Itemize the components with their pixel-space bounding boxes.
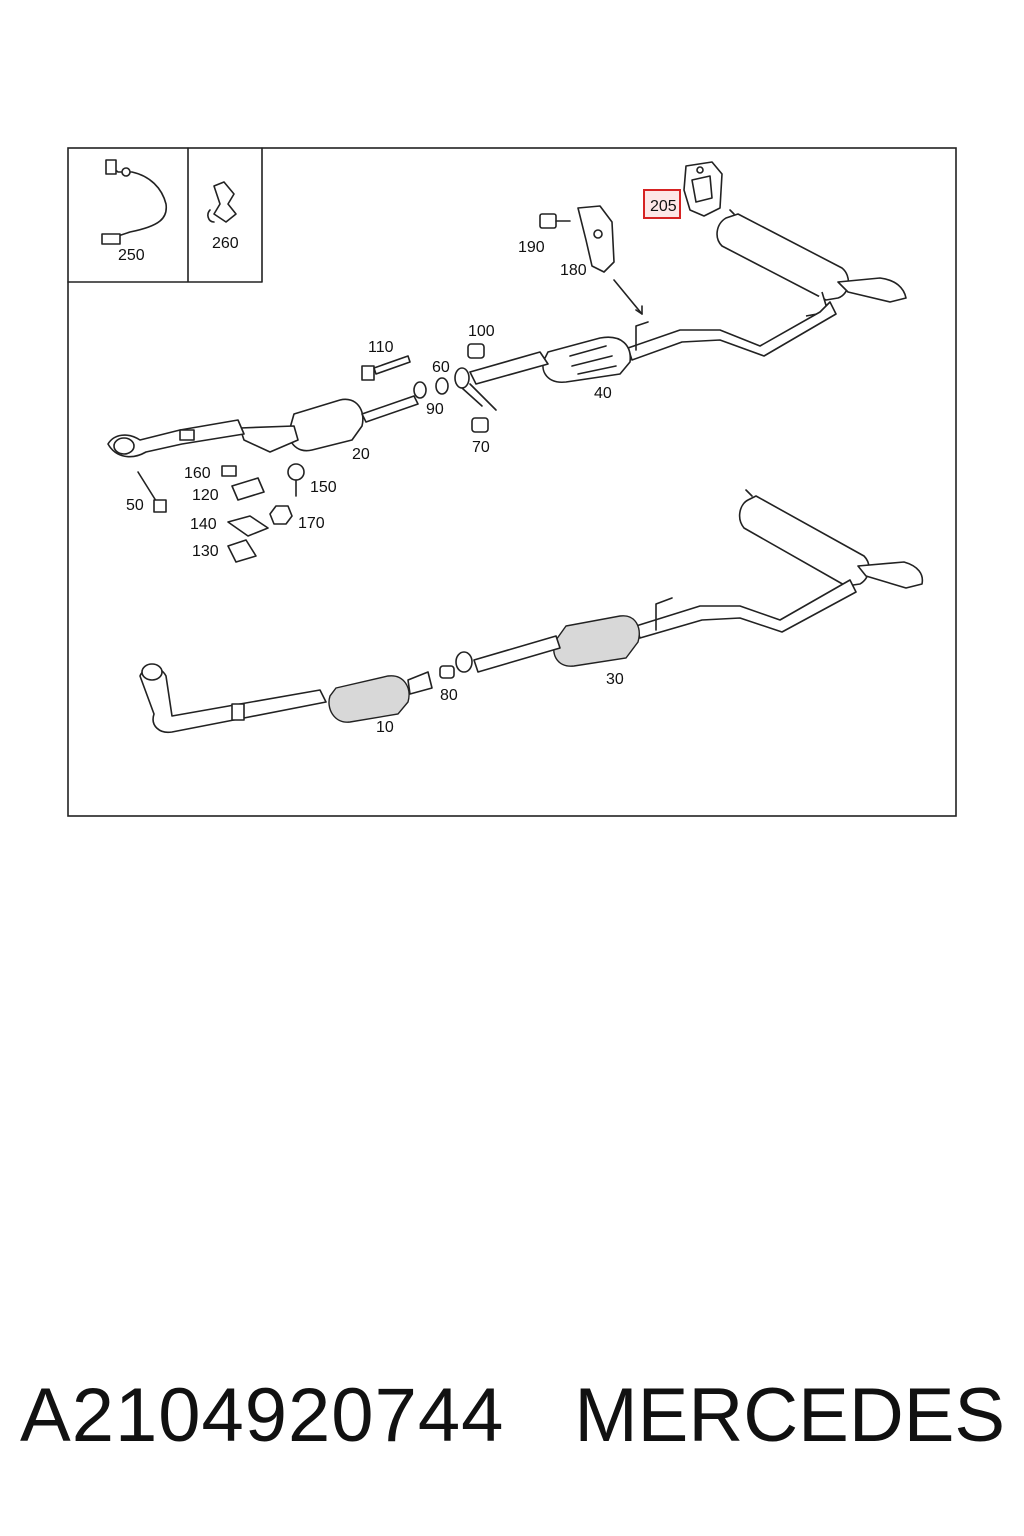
nut-100 xyxy=(467,343,485,359)
upper-pipe xyxy=(627,301,837,361)
lower-pipe xyxy=(635,579,857,639)
rear-muffler-lower xyxy=(738,489,924,589)
center-silencer-40 xyxy=(469,336,631,385)
bracket-130 xyxy=(227,539,257,563)
center-silencer-30 xyxy=(473,615,640,673)
gasket-90 xyxy=(413,381,427,399)
part-caption: A2104920744 MERCEDES xyxy=(20,1372,1010,1459)
oxygen-sensor-250 xyxy=(101,159,168,245)
nut-70 xyxy=(471,417,489,433)
leader-70 xyxy=(461,383,497,411)
callout-150: 150 xyxy=(310,479,337,496)
bolt-150 xyxy=(287,463,305,497)
callout-40: 40 xyxy=(594,385,612,402)
callout-10: 10 xyxy=(376,719,394,736)
bracket-120 xyxy=(231,477,265,501)
hanger-bracket-180 xyxy=(577,205,615,273)
callout-100: 100 xyxy=(468,323,495,340)
bolt-110 xyxy=(361,355,411,381)
brand-name: MERCEDES xyxy=(574,1373,1006,1458)
clip-160 xyxy=(221,465,237,477)
catalytic-converter-10 xyxy=(139,663,433,734)
callout-70: 70 xyxy=(472,439,490,456)
callout-140: 140 xyxy=(190,516,217,533)
part-number: A2104920744 xyxy=(20,1373,505,1458)
flange-80 xyxy=(455,651,473,673)
seal-60 xyxy=(435,377,449,395)
callout-110: 110 xyxy=(368,339,394,356)
callout-130: 130 xyxy=(192,543,219,560)
callout-60: 60 xyxy=(432,359,450,376)
bracket-140 xyxy=(227,515,269,537)
arrow-head-180 xyxy=(635,305,643,315)
callout-170: 170 xyxy=(298,515,325,532)
callout-190: 190 xyxy=(518,239,545,256)
clip-260 xyxy=(207,181,237,223)
callout-80: 80 xyxy=(440,687,458,704)
callout-20: 20 xyxy=(352,446,370,463)
nut-80 xyxy=(439,665,455,679)
highlight-box-205 xyxy=(643,189,681,219)
pipe-hook-upper xyxy=(635,321,649,351)
rubber-mount-205 xyxy=(683,161,723,217)
callout-260: 260 xyxy=(212,235,239,252)
callout-205: 205 xyxy=(650,198,677,215)
catalytic-converter-20 xyxy=(107,395,419,458)
bolt-190 xyxy=(539,213,571,229)
callout-50: 50 xyxy=(126,497,144,514)
diagram-frame xyxy=(67,147,957,817)
arrow-180 xyxy=(613,279,643,315)
callout-30: 30 xyxy=(606,671,624,688)
callout-250: 250 xyxy=(118,247,145,264)
callout-120: 120 xyxy=(192,487,219,504)
ring-60 xyxy=(454,367,470,389)
callout-160: 160 xyxy=(184,465,211,482)
bolt-50 xyxy=(137,471,167,513)
pipe-hook-lower xyxy=(655,597,673,631)
rear-muffler-upper xyxy=(716,209,907,317)
inset-box-frame xyxy=(67,147,263,283)
callout-180: 180 xyxy=(560,262,587,279)
callout-90: 90 xyxy=(426,401,444,418)
nut-170 xyxy=(269,505,293,525)
